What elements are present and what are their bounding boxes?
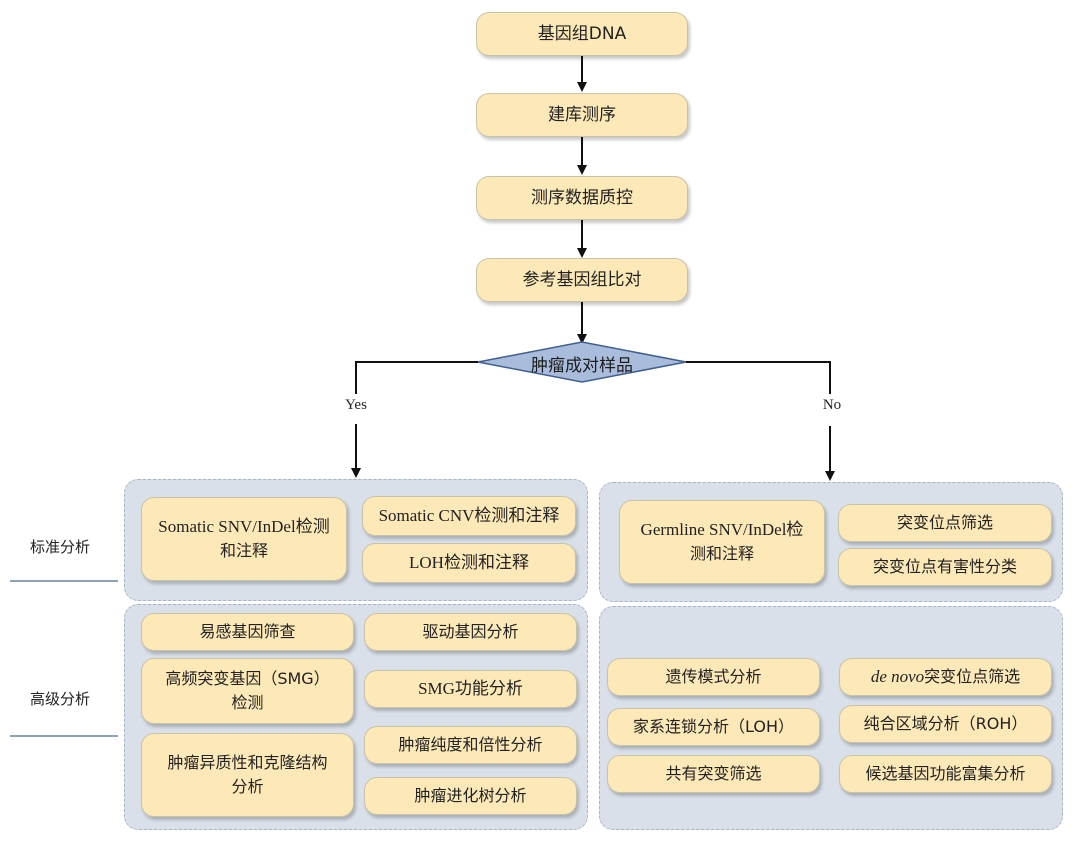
candidate-enrichment-label: 候选基因功能富集分析 [865,764,1026,783]
linkage-analysis-box: 家系连锁分析（LOH） [607,708,820,746]
shared-mutation-label: 共有突变筛选 [665,764,762,783]
driver-gene-label: 驱动基因分析 [422,622,519,641]
inheritance-pattern-box: 遗传模式分析 [607,658,820,696]
mutation-filter-box: 突变位点筛选 [838,504,1052,542]
evolution-tree-box: 肿瘤进化树分析 [364,777,577,815]
susceptibility-screen-label: 易感基因筛查 [199,622,296,641]
roh-analysis-label: 纯合区域分析（ROH） [863,714,1028,733]
step-quality-control-label: 测序数据质控 [531,188,633,208]
purity-ploidy-label: 肿瘤纯度和倍性分析 [398,735,543,754]
de-novo-rest: 突变位点筛选 [924,667,1021,686]
row-divider-advanced [10,735,118,737]
heterogeneity-box: 肿瘤异质性和克隆结构 分析 [141,733,354,817]
step-quality-control: 测序数据质控 [476,176,688,220]
inheritance-pattern-label: 遗传模式分析 [665,667,762,686]
candidate-enrichment-box: 候选基因功能富集分析 [839,755,1052,793]
evolution-tree-label: 肿瘤进化树分析 [414,786,527,805]
mutation-harm-box: 突变位点有害性分类 [838,548,1052,586]
somatic-snv-indel-box: Somatic SNV/InDel检测 和注释 [141,497,347,581]
step-reference-alignment-label: 参考基因组比对 [522,270,642,290]
decision-label: 肿瘤成对样品 [531,356,633,376]
shared-mutation-box: 共有突变筛选 [607,755,820,793]
step-library-sequencing-label: 建库测序 [548,105,616,125]
yes-branch-line [351,361,478,478]
smg-function-label: SMG功能分析 [418,679,523,698]
no-branch-line [686,361,835,481]
de-novo-italic: de novo [870,667,925,686]
roh-analysis-box: 纯合区域分析（ROH） [839,705,1052,743]
smg-detection-line2: 检测 [231,693,264,712]
row-divider-standard [10,580,118,582]
germline-snv-line1: Germline SNV/InDel检 [640,520,804,539]
somatic-snv-line2: 和注释 [219,541,268,560]
mutation-filter-label: 突变位点筛选 [896,513,993,532]
no-label: No [806,394,858,426]
row-label-advanced: 高级分析 [30,690,91,708]
heterogeneity-line2: 分析 [231,777,264,796]
linkage-analysis-label: 家系连锁分析（LOH） [633,717,794,736]
step-library-sequencing: 建库测序 [476,93,688,137]
somatic-snv-line1: Somatic SNV/InDel检测 [158,517,330,536]
mutation-harm-label: 突变位点有害性分类 [872,557,1017,576]
driver-gene-box: 驱动基因分析 [364,613,577,651]
smg-detection-line1: 高频突变基因（SMG） [165,669,330,688]
step-genomic-dna: 基因组DNA [476,12,688,56]
step-genomic-dna-label: 基因组DNA [537,24,627,44]
germline-snv-indel-box: Germline SNV/InDel检 测和注释 [619,500,825,584]
somatic-cnv-label: Somatic CNV检测和注释 [378,506,560,525]
step-reference-alignment: 参考基因组比对 [476,258,688,302]
row-label-standard: 标准分析 [30,538,91,556]
loh-detection-label: LOH检测和注释 [409,553,529,572]
purity-ploidy-box: 肿瘤纯度和倍性分析 [364,726,577,764]
heterogeneity-line1: 肿瘤异质性和克隆结构 [167,753,328,772]
loh-detection-box: LOH检测和注释 [362,543,576,583]
smg-function-box: SMG功能分析 [364,670,577,708]
susceptibility-screen-box: 易感基因筛查 [141,613,354,651]
yes-label: Yes [330,394,382,424]
smg-detection-box: 高频突变基因（SMG） 检测 [141,658,354,724]
germline-snv-line2: 测和注释 [689,544,754,563]
somatic-cnv-box: Somatic CNV检测和注释 [362,496,576,536]
